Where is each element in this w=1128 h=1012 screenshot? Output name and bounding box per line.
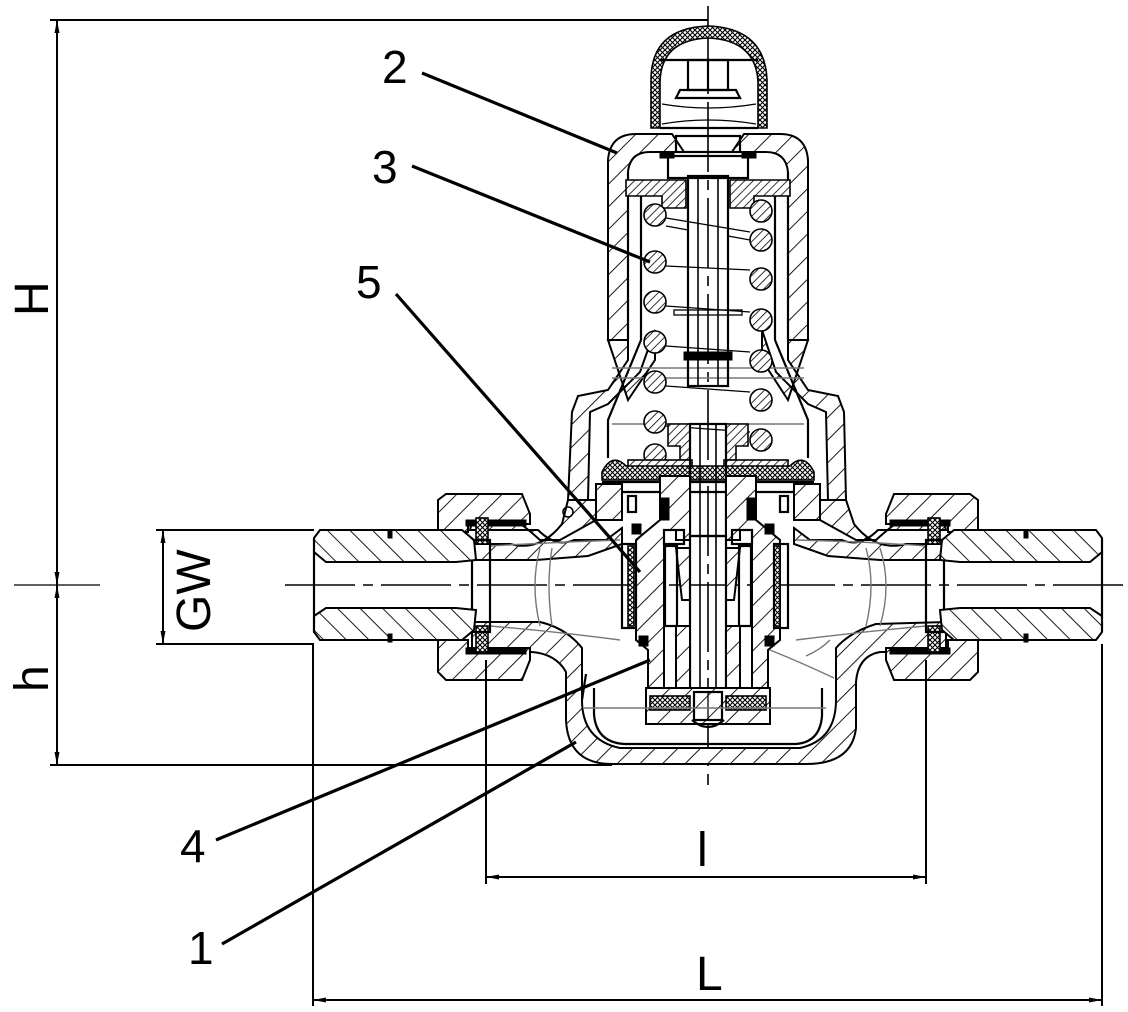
leader-line-5 [394,292,642,574]
part-label-4: 4 [180,820,206,872]
dimension-label-h: h [6,665,59,692]
leader-line-1 [221,740,577,946]
valve-insert [620,475,790,701]
dimension-label-H: H [6,281,59,316]
part-label-1: 1 [188,922,214,974]
spring-coil-sections-right [749,199,773,452]
bonnet-cap [650,25,768,130]
part-label-5: 5 [356,256,382,308]
spring-coil-lines [665,217,751,433]
dimension-label-L: L [696,948,723,1001]
leader-line-2 [421,71,618,155]
spring-housing [566,133,848,501]
part-label-3: 3 [372,141,398,193]
dimension-H [50,19,708,585]
leader-line-3 [411,164,651,264]
dimension-L [312,644,1103,1006]
leader-line-4 [215,658,651,842]
dimension-l [485,660,927,884]
dimension-GW [156,529,314,645]
valve-disc [645,687,771,729]
dimension-label-GW: GW [168,549,221,632]
spring-coil-sections-left [643,203,667,467]
dimension-h [50,585,612,766]
left-connection [312,493,531,681]
part-label-2: 2 [382,41,408,93]
dimension-label-l: l [697,824,708,877]
right-connection [885,493,1104,681]
leader-lines [215,71,651,946]
